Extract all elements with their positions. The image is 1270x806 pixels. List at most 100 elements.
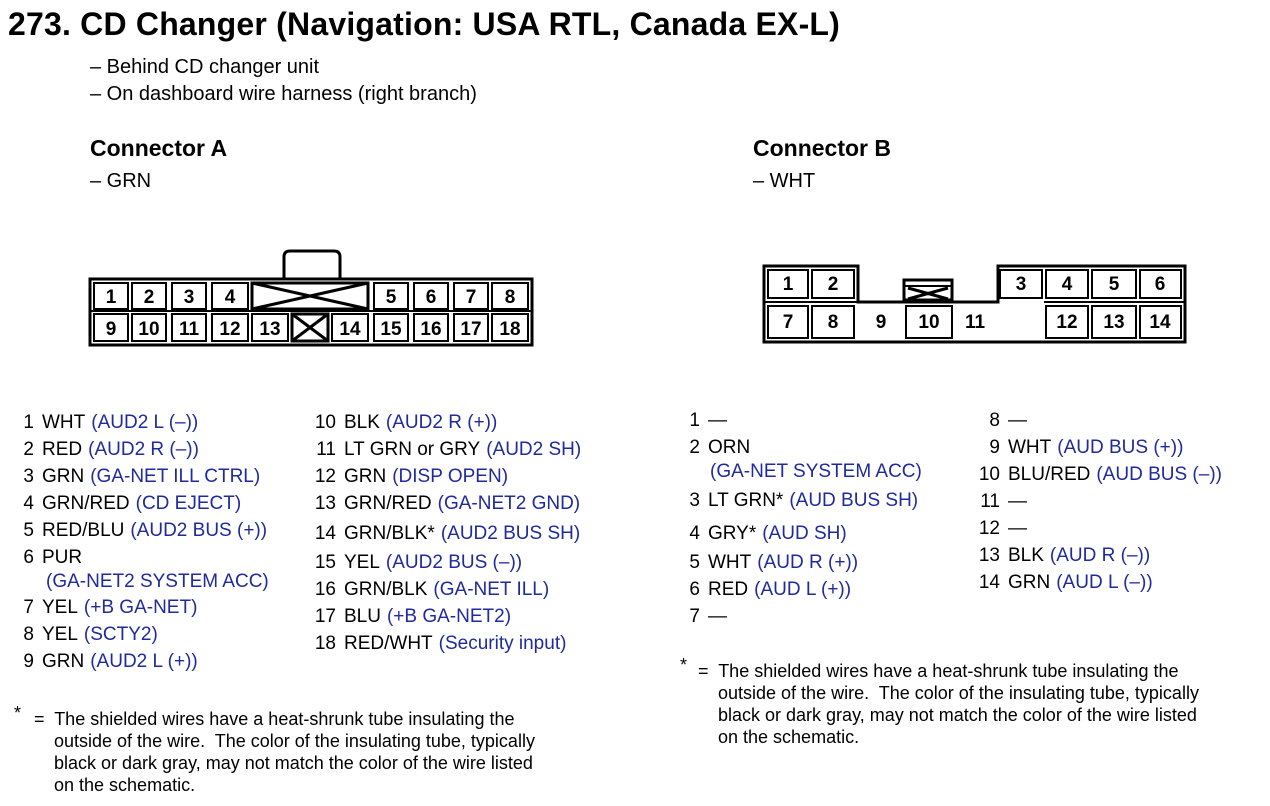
connector-a-body xyxy=(88,277,534,347)
asterisk-marker: * xyxy=(680,655,688,675)
connector-b-cavity-3: 3 xyxy=(1016,274,1027,295)
connector-b-cavity-9: 9 xyxy=(876,312,887,333)
circuit-description: (AUD L (–)) xyxy=(1056,572,1153,593)
wire-color: ORN xyxy=(708,437,751,458)
connector-b-cavity-6: 6 xyxy=(1155,274,1166,295)
connector-a-blank-cavity-bottom xyxy=(290,312,330,343)
connector-a-cavity-3: 3 xyxy=(184,287,195,308)
connector-b-cavity-14: 14 xyxy=(1149,312,1171,333)
wire-color: GRN xyxy=(1008,572,1051,593)
wire-color: GRN xyxy=(344,466,387,487)
circuit-description: (AUD2 L (–)) xyxy=(91,412,199,433)
pin-number: 10 xyxy=(314,412,336,433)
pin-number: 12 xyxy=(314,466,336,487)
connector-b-pin-2: 2 ORN (GA-NET SYSTEM ACC) xyxy=(680,437,921,482)
wire-color: — xyxy=(1008,518,1027,539)
pin-number: 9 xyxy=(23,651,34,672)
connector-b-cavity-5: 5 xyxy=(1109,274,1120,295)
wire-color: GRN xyxy=(42,651,85,672)
location-line-2: – On dashboard wire harness (right branc… xyxy=(90,83,477,105)
pin-number: 6 xyxy=(23,547,34,568)
connector-a-cavity-4: 4 xyxy=(225,287,236,308)
wire-color: LT GRN or GRY xyxy=(344,439,481,460)
wire-color: — xyxy=(1008,491,1027,512)
connector-b-cavity-1: 1 xyxy=(783,274,794,295)
wire-color: GRN/BLK* xyxy=(344,523,435,544)
circuit-description: (AUD2 R (–)) xyxy=(88,439,199,460)
circuit-description: (DISP OPEN) xyxy=(392,466,509,487)
circuit-description: (AUD2 BUS (+)) xyxy=(130,520,268,541)
wire-color: RED xyxy=(42,439,83,460)
circuit-description: (GA-NET2 SYSTEM ACC) xyxy=(46,571,269,592)
circuit-description: (Security input) xyxy=(438,633,567,654)
connector-a-cavity-18: 18 xyxy=(499,319,520,340)
wire-color: RED/WHT xyxy=(344,633,433,654)
connector-a-pin-12: 12 GRN(DISP OPEN) xyxy=(308,466,508,488)
pin-number: 13 xyxy=(978,545,1000,566)
connector-a-cavity-15: 15 xyxy=(380,319,402,340)
wire-color: GRN/RED xyxy=(344,493,432,514)
note-text: = The shielded wires have a heat-shrunk … xyxy=(34,709,535,795)
connector-a-pin-2: 2 RED(AUD2 R (–)) xyxy=(14,439,199,461)
connector-b-cavity-4: 4 xyxy=(1062,274,1073,295)
wire-color: YEL xyxy=(344,552,380,573)
wire-color: GRN xyxy=(42,466,85,487)
connector-b-pin-11: 11 — xyxy=(972,491,1027,513)
pin-number: 4 xyxy=(23,493,34,514)
pin-number: 11 xyxy=(980,491,1000,512)
connector-a-cavity-6: 6 xyxy=(426,287,437,308)
pin-number: 2 xyxy=(689,437,700,458)
circuit-description: (CD EJECT) xyxy=(135,493,242,514)
connector-a-cavity-2: 2 xyxy=(144,287,155,308)
connector-b-color: – WHT xyxy=(753,170,816,192)
note-text: = The shielded wires have a heat-shrunk … xyxy=(698,661,1199,747)
asterisk-marker: * xyxy=(14,703,22,723)
circuit-description: (AUD L (+)) xyxy=(754,579,852,600)
circuit-description: (+B GA-NET2) xyxy=(386,606,512,627)
pin-number: 15 xyxy=(314,552,336,573)
connector-a-cavity-14: 14 xyxy=(339,319,361,340)
circuit-description: (AUD2 BUS SH) xyxy=(440,523,581,544)
wire-color: WHT xyxy=(1008,437,1052,458)
connector-a-pin-15: 15 YEL(AUD2 BUS (–)) xyxy=(308,552,522,574)
pin-number: 1 xyxy=(23,412,34,433)
circuit-description: (SCTY2) xyxy=(83,624,158,645)
circuit-description: (AUD SH) xyxy=(762,523,847,544)
connector-a-cavity-7: 7 xyxy=(466,287,477,308)
wire-color: YEL xyxy=(42,624,78,645)
wire-color: GRY* xyxy=(708,523,757,544)
wire-color: WHT xyxy=(708,552,752,573)
pin-number: 2 xyxy=(23,439,34,460)
circuit-description: (+B GA-NET) xyxy=(83,597,198,618)
connector-b-title: Connector B xyxy=(753,135,891,161)
circuit-description: (AUD2 BUS (–)) xyxy=(385,552,523,573)
pin-number: 14 xyxy=(314,523,336,544)
pin-number: 11 xyxy=(316,439,336,460)
circuit-description: (AUD2 SH) xyxy=(486,439,582,460)
connector-b-body xyxy=(762,264,1187,344)
wire-color: YEL xyxy=(42,597,78,618)
circuit-description: (GA-NET SYSTEM ACC) xyxy=(710,461,922,482)
connector-a-color: – GRN xyxy=(90,170,152,192)
wire-color: BLU xyxy=(344,606,381,627)
circuit-description: (GA-NET ILL CTRL) xyxy=(90,466,261,487)
connector-a-cavity-12: 12 xyxy=(219,319,240,340)
pin-number: 8 xyxy=(989,410,1000,431)
page-title: 273. CD Changer (Navigation: USA RTL, Ca… xyxy=(8,6,841,42)
pin-number: 3 xyxy=(23,466,34,487)
connector-b-cavity-13: 13 xyxy=(1103,312,1124,333)
connector-a-title: Connector A xyxy=(90,135,228,161)
